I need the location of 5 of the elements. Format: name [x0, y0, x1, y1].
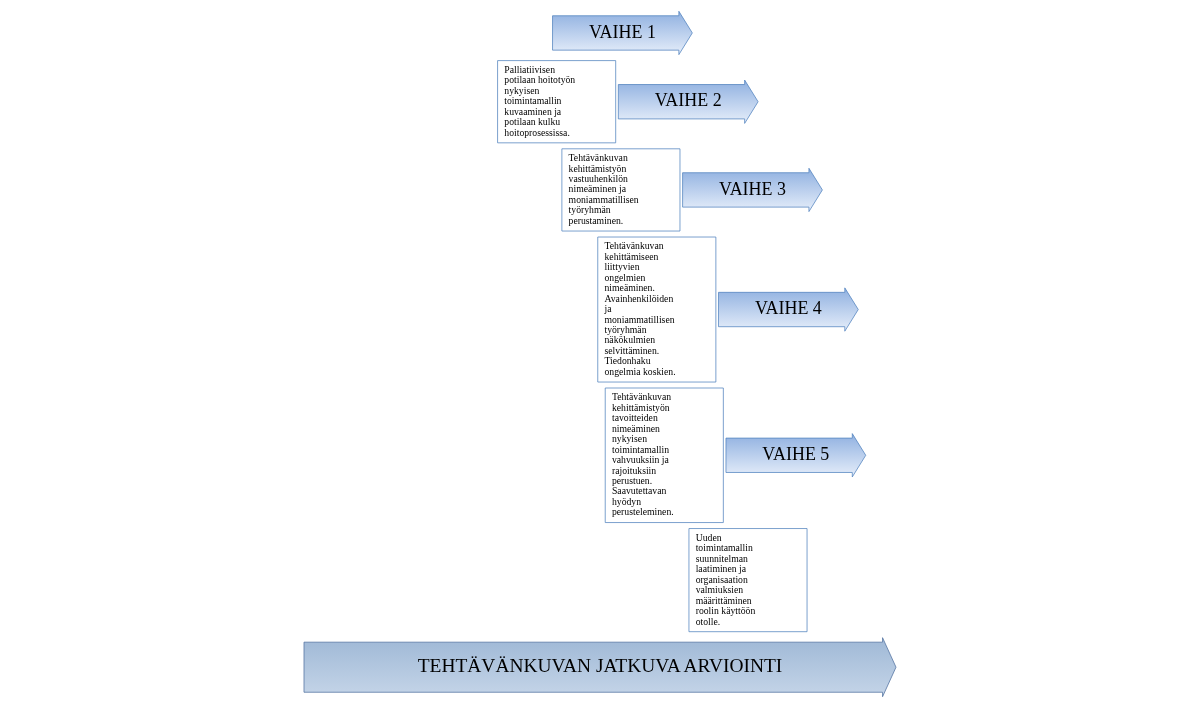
node-box: Tehtävänkuvan kehittämiseen liittyvien ongelmien nimeäminen. Avainhenkilöiden ja moniammatillisen työryhmän näkökulmien selvittäminen. Tiedonhaku ongelmia koskien.	[597, 236, 717, 383]
node-box: Tehtävänkuvan kehittämistyön tavoitteiden nimeäminen nykyisen toimintamallin vahvuuksiin ja rajoituksiin perustuen. Saavutettavan hyödyn perusteleminen.	[604, 387, 724, 523]
node-box: Palliatiivisen potilaan hoitotyön nykyisen toimintamallin kuvaaminen ja potilaan kulku hoitoprosessissa.	[497, 60, 617, 144]
node-box: Tehtävänkuvan kehittämistyön vastuuhenkilön nimeäminen ja moniammatillisen työryhmän perustaminen.	[561, 148, 681, 232]
node-box: Uuden toimintamallin suunnitelman laatiminen ja organisaation valmiuksien määrittäminen roolin käyttöön otolle.	[688, 528, 808, 633]
